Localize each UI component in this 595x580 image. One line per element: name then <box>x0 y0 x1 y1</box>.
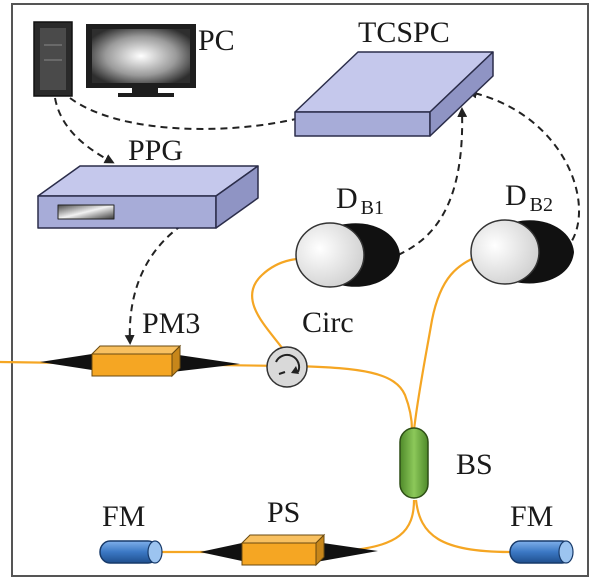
pm3-modulator <box>40 344 240 378</box>
ps-label: PS <box>267 496 300 529</box>
detector-db2 <box>470 219 574 285</box>
tcspc-label: TCSPC <box>358 16 450 49</box>
fiber-db2-to-bs <box>412 250 491 431</box>
circ-label: Circ <box>302 306 354 339</box>
electrical-links <box>54 88 580 345</box>
ps-phase-shifter <box>200 533 378 567</box>
link-db2-to-tcspc <box>467 88 580 251</box>
fm-left-label: FM <box>102 500 145 533</box>
detector-db1 <box>295 222 400 288</box>
pc-monitor <box>86 24 196 97</box>
faraday-mirror-left <box>99 540 163 564</box>
pc-tower <box>33 21 73 97</box>
pc-label: PC <box>198 24 235 57</box>
link-db1-to-tcspc <box>397 107 468 256</box>
ppg-unit <box>37 165 259 229</box>
link-ppg-to-pm3 <box>124 224 183 345</box>
detector-db2-sub: B2 <box>530 194 553 216</box>
fiber-network <box>0 250 511 554</box>
detector-db1-sub: B1 <box>361 197 384 219</box>
bs-label: BS <box>456 448 493 481</box>
beam-splitter <box>399 427 429 499</box>
fm-right-label: FM <box>510 500 553 533</box>
fiber-circ-to-bs <box>296 364 414 431</box>
detector-db2-main: D <box>505 179 527 212</box>
fiber-bs-to-ps <box>339 499 416 553</box>
link-pc-to-ppg <box>54 97 115 164</box>
pm3-label: PM3 <box>142 307 200 340</box>
detector-db1-main: D <box>336 182 358 215</box>
link-pc-to-tcspc <box>69 97 301 130</box>
ppg-label: PPG <box>128 134 183 167</box>
tcspc-unit <box>294 51 494 137</box>
frame-border <box>11 3 589 577</box>
faraday-mirror-right <box>509 540 574 564</box>
fiber-bs-to-fm-right <box>414 499 511 554</box>
circulator <box>266 346 308 388</box>
